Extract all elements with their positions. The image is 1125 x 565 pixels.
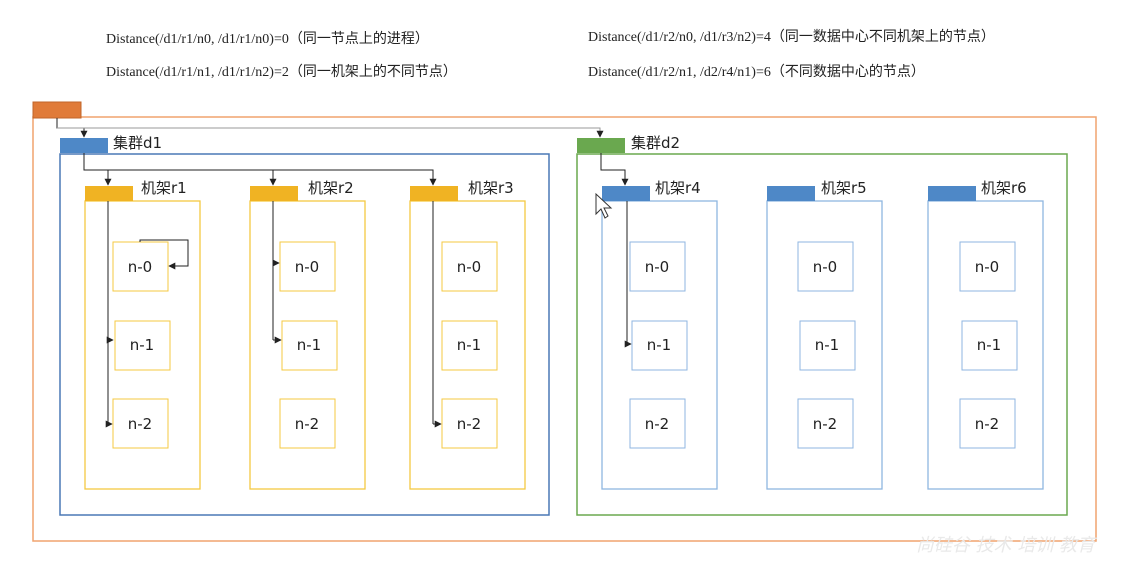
node-r6-n0: [959, 241, 1016, 292]
rack-r2-frame: [249, 200, 366, 490]
root-node: [32, 101, 82, 119]
node-r3-n1: [441, 320, 498, 371]
node-r5-n2: [797, 398, 854, 449]
node-r2-n0: [279, 241, 336, 292]
node-r3-n2-label: n-2: [457, 415, 481, 433]
node-r5-n1: [799, 320, 856, 371]
node-r5-n1-label: n-1: [815, 336, 839, 354]
rack-r5-label: 机架r5: [821, 179, 867, 197]
node-r1-n1-label: n-1: [130, 336, 154, 354]
node-r5-n0: [797, 241, 854, 292]
rack-r6-frame: [927, 200, 1044, 490]
node-r1-n2: [112, 398, 169, 449]
node-r5-n0-label: n-0: [813, 258, 837, 276]
node-r6-n1-label: n-1: [977, 336, 1001, 354]
edge-d1-to-r3: [273, 169, 437, 186]
rack-r3-frame: [409, 200, 526, 490]
node-r2-n2: [279, 398, 336, 449]
node-r6-n2: [959, 398, 1016, 449]
node-r2-n0-label: n-0: [295, 258, 319, 276]
rack-r1-header: [85, 186, 133, 201]
rack-r1-frame: [84, 200, 201, 490]
rack-r6-label: 机架r6: [981, 179, 1027, 197]
cluster-d2-header: [577, 138, 625, 153]
node-r1-n0-label: n-0: [128, 258, 152, 276]
edge-root-to-d2: [57, 127, 604, 138]
rack-r1-label: 机架r1: [141, 179, 187, 197]
cluster-d1-header: [60, 138, 108, 153]
rack-r2-header: [250, 186, 298, 201]
cluster-d1-label: 集群d1: [113, 134, 162, 152]
node-r1-n2-label: n-2: [128, 415, 152, 433]
node-r4-n2: [629, 398, 686, 449]
node-r4-n0: [629, 241, 686, 292]
rack-r4-frame: [601, 200, 718, 490]
distance-formula-same-datacenter: Distance(/d1/r2/n0, /d1/r3/n2)=4（同一数据中心不…: [588, 30, 995, 45]
node-r2-n1: [281, 320, 338, 371]
cluster-d2-label: 集群d2: [631, 134, 680, 152]
node-r6-n1: [961, 320, 1018, 371]
rack-r6-header: [928, 186, 976, 201]
node-r2-n1-label: n-1: [297, 336, 321, 354]
mouse-cursor-icon: [595, 192, 613, 219]
distance-formula-same-rack: Distance(/d1/r1/n1, /d1/r1/n2)=2（同一机架上的不…: [106, 65, 457, 80]
node-r3-n2: [441, 398, 498, 449]
root-frame: [32, 116, 1097, 542]
edge-d2-to-r4: [600, 153, 629, 186]
node-r4-n1: [631, 320, 688, 371]
node-r2-n2-label: n-2: [295, 415, 319, 433]
node-r3-n0: [441, 241, 498, 292]
node-r4-n1-label: n-1: [647, 336, 671, 354]
node-r4-n2-label: n-2: [645, 415, 669, 433]
edge-d1-to-r2: [108, 169, 277, 186]
rack-r3-label: 机架r3: [468, 179, 514, 197]
distance-formula-same-node: Distance(/d1/r1/n0, /d1/r1/n0)=0（同一节点上的进…: [106, 32, 429, 47]
edge-r1-to-n0-loop: [139, 239, 189, 270]
node-r6-n0-label: n-0: [975, 258, 999, 276]
node-r6-n2-label: n-2: [975, 415, 999, 433]
node-r4-n0-label: n-0: [645, 258, 669, 276]
cluster-d1-frame: [59, 153, 550, 516]
edge-d1-to-r1: [83, 153, 112, 186]
rack-r3-header: [410, 186, 458, 201]
node-r1-n1: [114, 320, 171, 371]
distance-formula-different-datacenter: Distance(/d1/r2/n1, /d2/r4/n1)=6（不同数据中心的…: [588, 65, 925, 80]
node-r1-n0: [112, 241, 169, 292]
node-r3-n0-label: n-0: [457, 258, 481, 276]
rack-r4-header: [602, 186, 650, 201]
node-r3-n1-label: n-1: [457, 336, 481, 354]
rack-r2-label: 机架r2: [308, 179, 354, 197]
watermark-text: 尚硅谷 技术 培训 教育: [915, 535, 1095, 556]
rack-r5-frame: [766, 200, 883, 490]
rack-r4-label: 机架r4: [655, 179, 701, 197]
cluster-d2-frame: [576, 153, 1068, 516]
rack-r5-header: [767, 186, 815, 201]
node-r5-n2-label: n-2: [813, 415, 837, 433]
